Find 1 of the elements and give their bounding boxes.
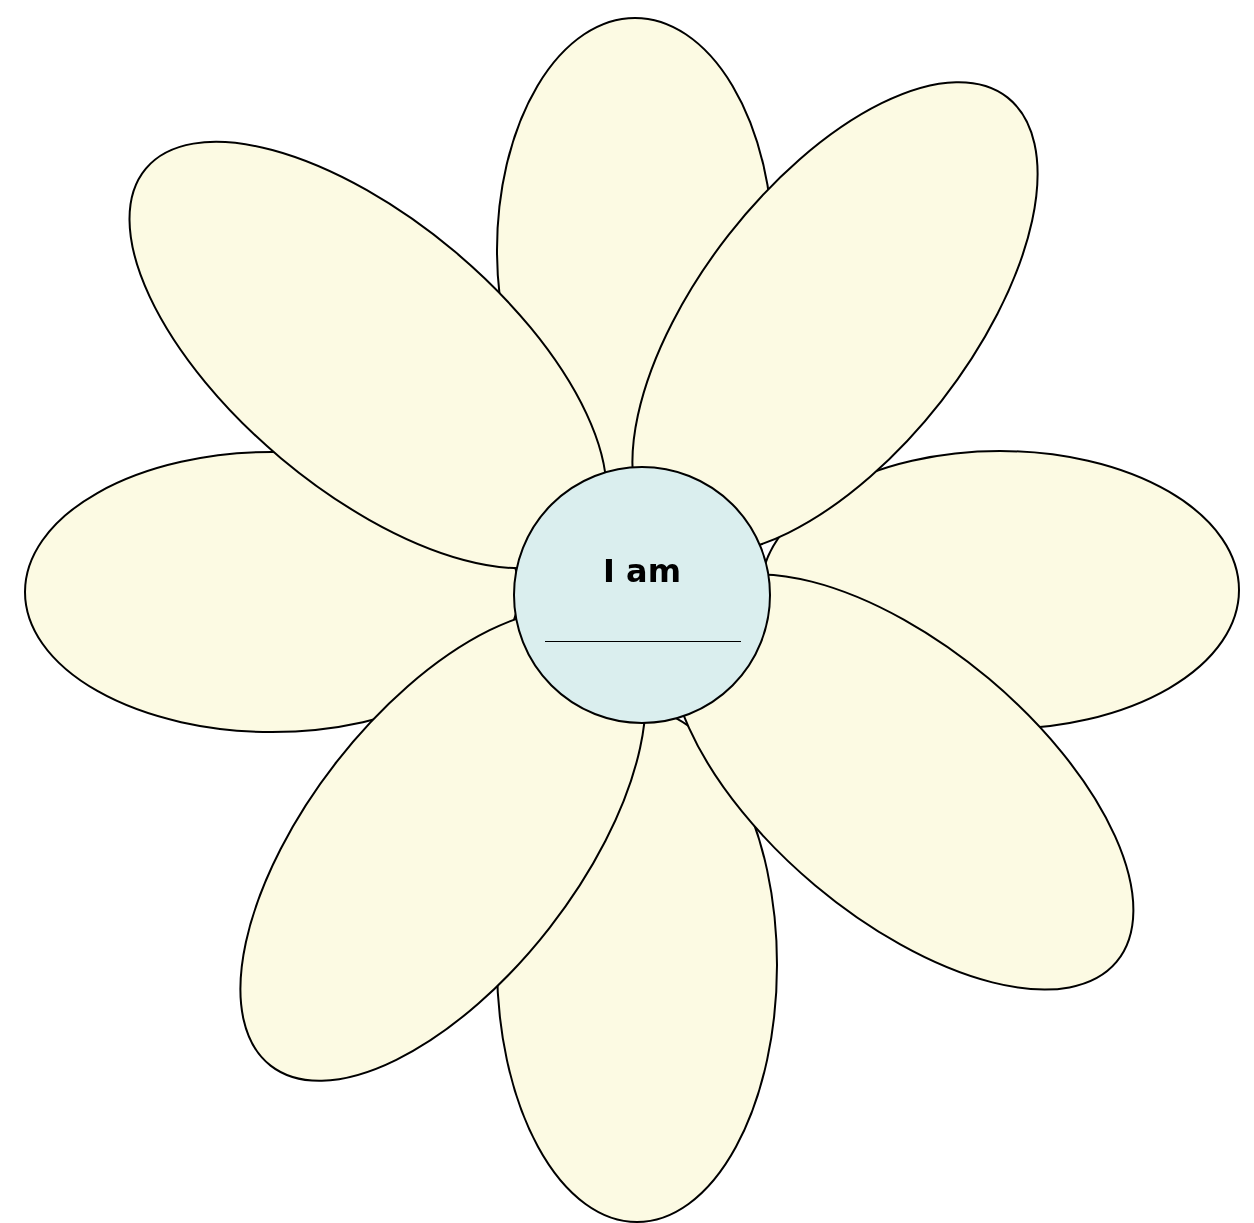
prompt-text: I am	[602, 552, 682, 590]
